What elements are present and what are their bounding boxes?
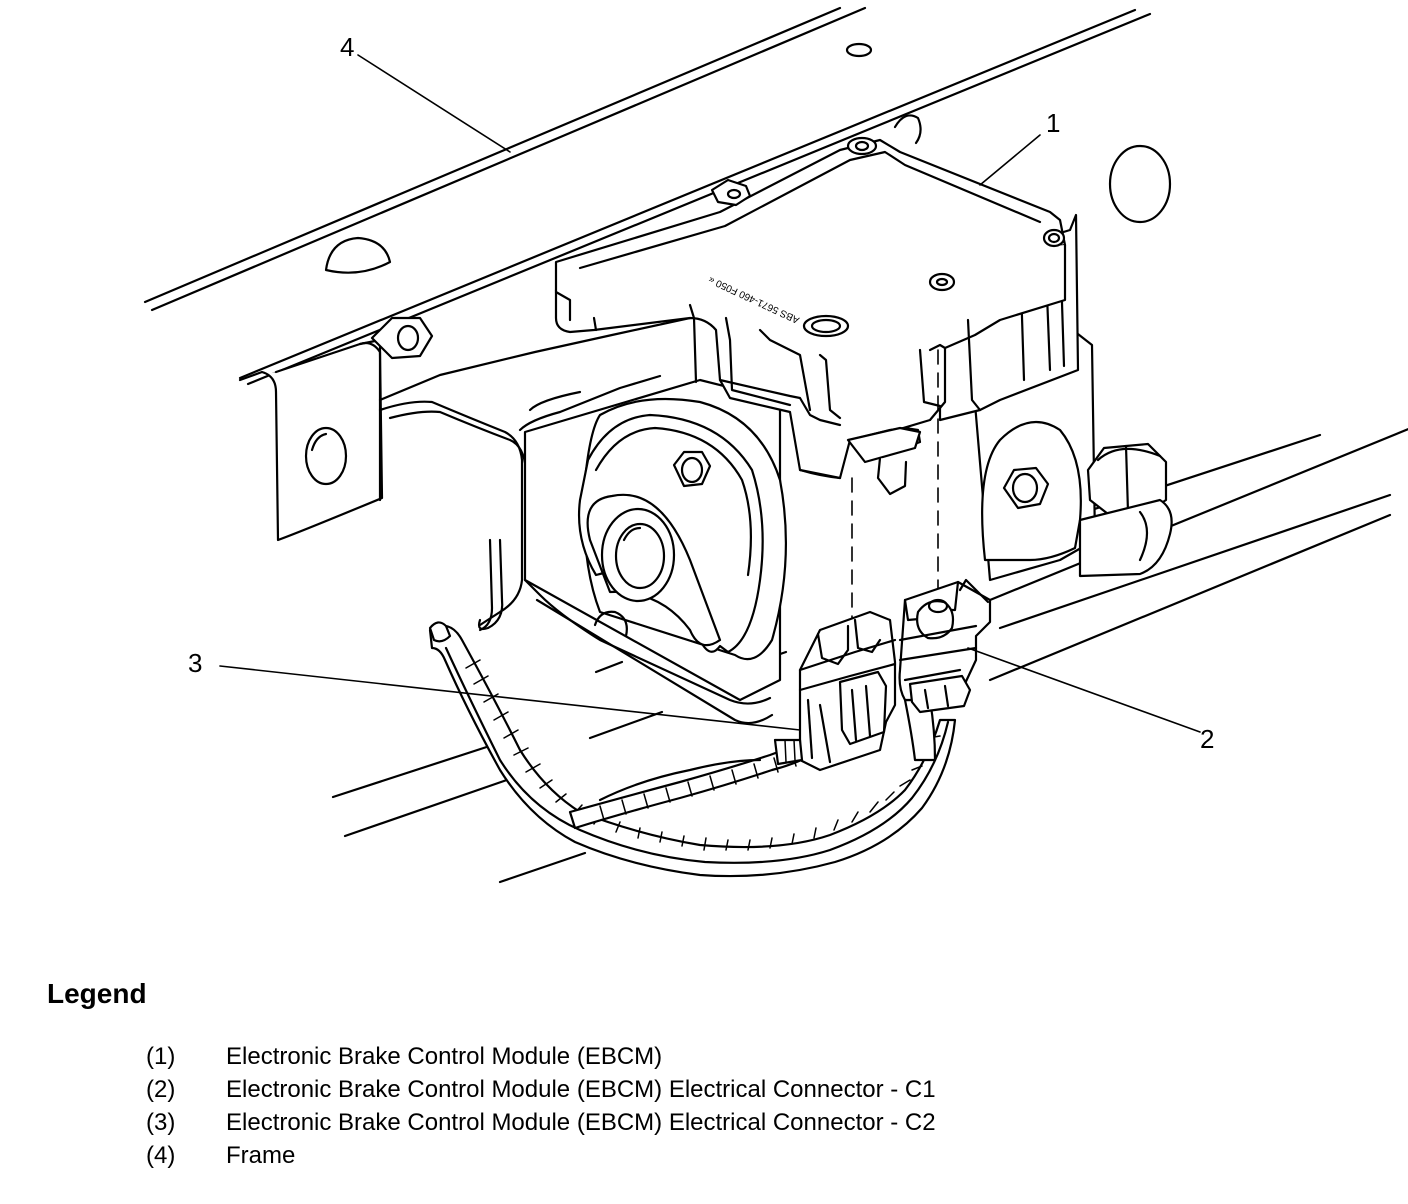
module-bracket [378, 316, 692, 632]
legend-item-description: Electronic Brake Control Module (EBCM) E… [226, 1109, 936, 1136]
callout-1: 1 [1046, 108, 1060, 138]
connector-c1 [898, 578, 992, 714]
legend-item-number: (1) [146, 1043, 176, 1070]
legend-item-description: Frame [226, 1142, 296, 1169]
wiring-harness [428, 621, 957, 878]
callout-4: 4 [340, 32, 354, 62]
connector-c2 [773, 610, 897, 772]
mounting-bracket-left [238, 316, 434, 542]
legend-item-number: (4) [146, 1142, 176, 1169]
alignment-guides [851, 349, 939, 626]
legend-item-description: Electronic Brake Control Module (EBCM) E… [226, 1076, 936, 1103]
callout-leaders [219, 54, 1201, 733]
legend-list: (1) Electronic Brake Control Module (EBCM… [146, 1040, 936, 1172]
legend-title: Legend [47, 978, 147, 1009]
ebcm-illustration: ABS 5671-460 F050 « [143, 6, 1408, 884]
legend-item: (1) Electronic Brake Control Module (EBCM… [146, 1040, 936, 1073]
legend-item-number: (3) [146, 1109, 176, 1136]
legend-item: (3) Electronic Brake Control Module (EBCM… [146, 1106, 936, 1139]
callout-2: 2 [1200, 724, 1214, 754]
ebcm-module: ABS 5671-460 F050 « [554, 136, 1080, 496]
callout-3: 3 [188, 648, 202, 678]
mounting-bracket-right [968, 318, 1173, 582]
legend-item: (2) Electronic Brake Control Module (EBCM… [146, 1073, 936, 1106]
legend-item-description: Electronic Brake Control Module (EBCM) [226, 1043, 663, 1070]
hydraulic-unit [523, 378, 788, 725]
legend-item: (4) Frame [146, 1139, 936, 1172]
legend-item-number: (2) [146, 1076, 176, 1103]
